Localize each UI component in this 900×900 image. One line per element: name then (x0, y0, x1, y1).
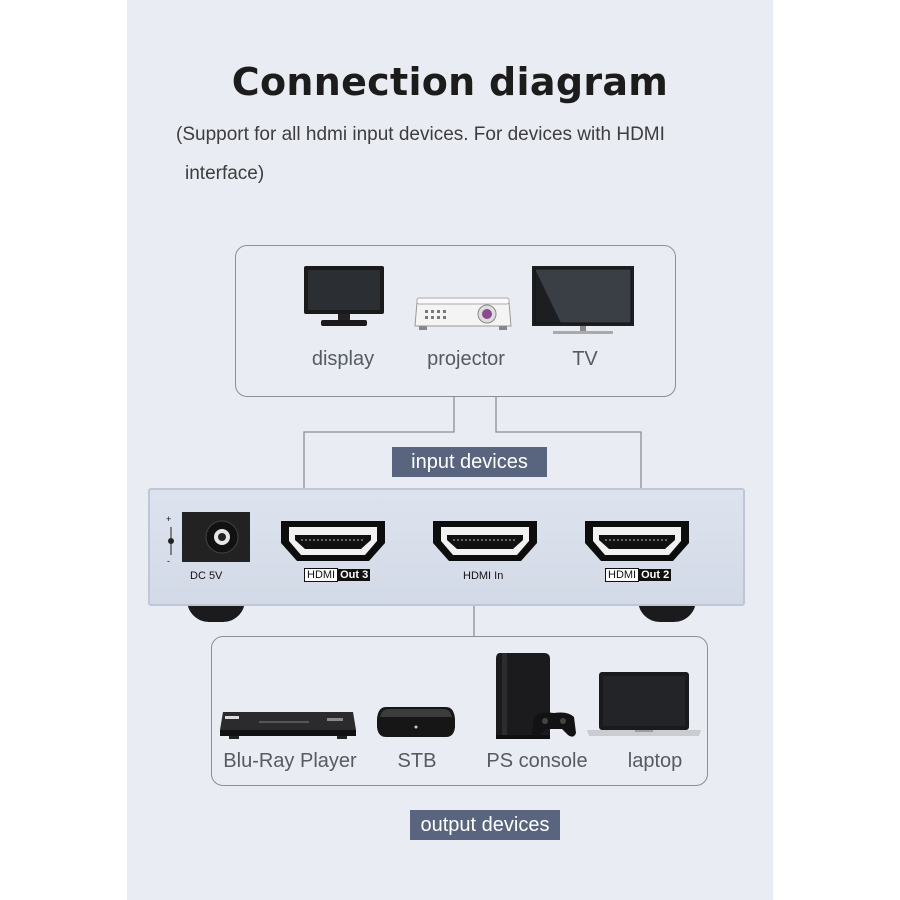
output-device-label-ps-console: PS console (486, 750, 588, 772)
game-console-icon (496, 653, 576, 739)
tv-icon (532, 266, 634, 334)
input-device-label-display: display (311, 348, 375, 370)
page-title: Connection diagram (231, 60, 669, 104)
port-label-out3-prefix: HDMI (304, 568, 339, 582)
port-label-in: HDMI In (463, 570, 504, 582)
input-devices-box (235, 245, 676, 397)
laptop-icon (587, 672, 701, 736)
input-devices-tag: input devices (392, 447, 547, 477)
port-label-out2-name: Out 2 (639, 569, 672, 581)
power-polarity-minus: - (167, 556, 170, 566)
output-device-label-blu-ray: Blu-Ray Player (223, 750, 357, 772)
output-device-label-laptop: laptop (627, 750, 683, 772)
output-devices-box (211, 636, 708, 786)
dc-power-jack-icon[interactable] (182, 512, 250, 562)
projector-icon (414, 297, 512, 330)
set-top-box-icon (377, 707, 455, 737)
power-polarity-plus: + (166, 514, 172, 524)
hdmi-port-out2-icon[interactable] (583, 519, 691, 563)
port-label-out2-prefix: HDMI (605, 568, 640, 582)
hdmi-port-out3-icon[interactable] (279, 519, 387, 563)
polarity-symbol-icon (168, 527, 174, 555)
input-device-label-projector: projector (427, 348, 505, 370)
power-label: DC 5V (190, 570, 223, 582)
input-device-label-tv: TV (572, 348, 598, 370)
port-label-out3-name: Out 3 (338, 569, 371, 581)
output-devices-tag: output devices (410, 810, 560, 840)
subtitle-line-1: (Support for all hdmi input devices. For… (176, 124, 665, 145)
output-device-label-stb: STB (397, 750, 437, 772)
blu-ray-player-icon (220, 712, 356, 739)
hdmi-port-in-icon[interactable] (431, 519, 539, 563)
monitor-icon (304, 266, 384, 326)
subtitle-line-2: interface) (185, 163, 265, 184)
